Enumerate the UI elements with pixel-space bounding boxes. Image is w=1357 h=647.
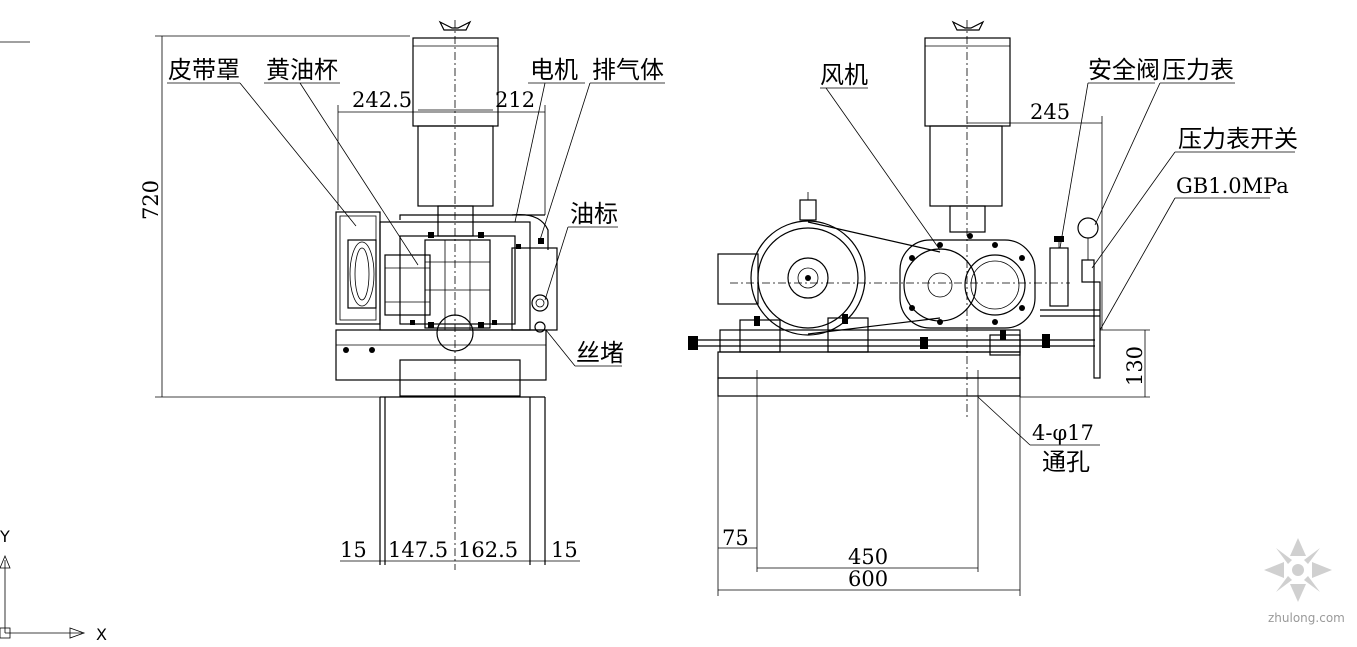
- dim-212: 212: [495, 88, 535, 112]
- label-holes: 4-φ17: [1032, 421, 1094, 445]
- watermark: zhulong.com: [1264, 538, 1345, 625]
- dim-720: 720: [139, 180, 163, 220]
- label-gauge-spec: GB1.0MPa: [1176, 174, 1289, 198]
- label-motor: 电机: [530, 56, 578, 84]
- label-oil-mark: 油标: [570, 200, 618, 228]
- dim-245: 245: [1030, 100, 1070, 124]
- dim-450: 450: [848, 545, 888, 569]
- label-belt-cover: 皮带罩: [168, 56, 240, 84]
- ucs-y-label: Y: [0, 527, 10, 546]
- label-grease-cup: 黄油杯: [266, 56, 338, 84]
- dim-600: 600: [848, 567, 888, 591]
- dim-15-right: 15: [551, 538, 578, 562]
- dim-15-left: 15: [340, 538, 367, 562]
- label-pressure-gauge: 压力表: [1162, 56, 1234, 84]
- label-plug: 丝堵: [576, 339, 624, 367]
- label-blower: 风机: [820, 61, 868, 89]
- dim-75: 75: [722, 526, 749, 550]
- dim-162-5: 162.5: [458, 538, 518, 562]
- watermark-text: zhulong.com: [1268, 611, 1345, 625]
- left-view: 720 242.5 212: [139, 20, 665, 570]
- right-view: 245: [688, 20, 1298, 596]
- label-gauge-switch: 压力表开关: [1178, 125, 1298, 153]
- label-through-hole: 通孔: [1042, 448, 1090, 476]
- label-safety-valve: 安全阀: [1088, 56, 1160, 84]
- watermark-logo-icon: [1264, 538, 1332, 602]
- ucs-icon: Y X: [0, 527, 107, 644]
- dim-242-5: 242.5: [352, 88, 412, 112]
- dim-130: 130: [1123, 346, 1147, 386]
- ucs-x-label: X: [96, 625, 107, 644]
- dim-147-5: 147.5: [388, 538, 448, 562]
- label-exhaust: 排气体: [592, 56, 664, 84]
